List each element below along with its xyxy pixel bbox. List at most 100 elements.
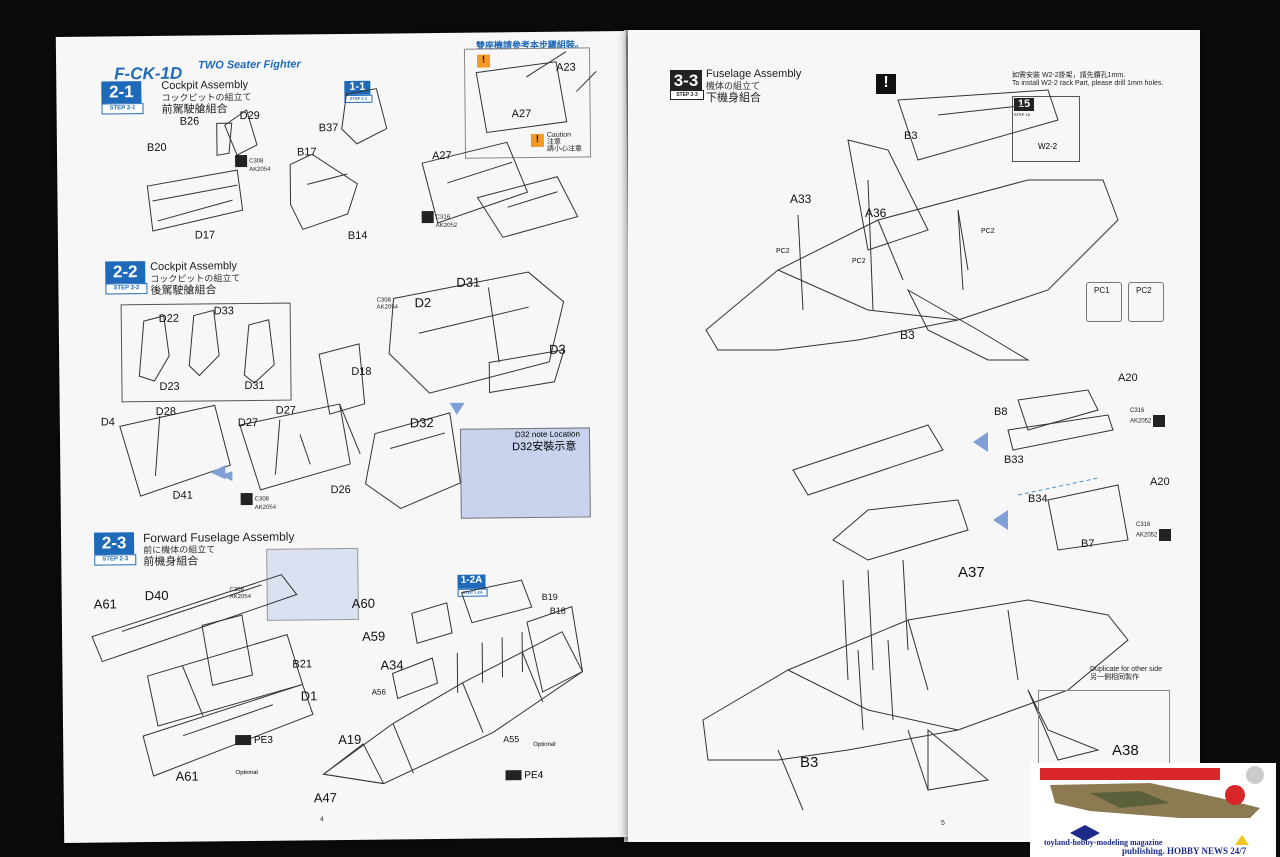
step-15-number: 15 bbox=[1014, 98, 1034, 111]
part-label-b37: B37 bbox=[318, 122, 339, 135]
paint-code-ak: AK2052 bbox=[1130, 418, 1152, 425]
photo-etch-icon bbox=[235, 735, 252, 746]
part-label-a34: A34 bbox=[380, 657, 404, 673]
paint-code-ak: AK2054 bbox=[254, 504, 277, 511]
paint-code: C308 bbox=[254, 496, 270, 503]
paint-icon bbox=[421, 211, 434, 224]
paint-code: C308 bbox=[229, 587, 244, 594]
part-label-a27: A27 bbox=[511, 108, 532, 121]
paint-icon bbox=[235, 155, 248, 168]
paint-code: C316 bbox=[435, 214, 451, 221]
part-label-d17: D17 bbox=[194, 229, 216, 242]
part-label-d4: D4 bbox=[100, 416, 115, 429]
paint-code-ak: AK2052 bbox=[435, 222, 458, 230]
part-label-b34: B34 bbox=[1028, 493, 1048, 505]
part-label-b3: B3 bbox=[904, 130, 918, 142]
paint-icon bbox=[1153, 415, 1166, 427]
part-label-d28: D28 bbox=[155, 405, 176, 418]
step-15-label: STEP 15 bbox=[1014, 112, 1030, 117]
part-label-d18: D18 bbox=[351, 365, 372, 378]
pe4-callout: PE4 bbox=[505, 770, 543, 781]
part-label-a36: A36 bbox=[865, 206, 887, 220]
part-label-a20-b: A20 bbox=[1150, 476, 1170, 488]
part-label-d31: D31 bbox=[456, 274, 481, 290]
legend-pc1-label: PC1 bbox=[1094, 286, 1110, 295]
photo-etch-icon bbox=[505, 770, 522, 781]
paint-icon bbox=[1159, 529, 1172, 541]
part-label-a27-b: A27 bbox=[432, 149, 452, 163]
part-label-b3-b: B3 bbox=[900, 328, 915, 342]
paint-icon bbox=[240, 492, 253, 506]
paint-code: C316 bbox=[1136, 522, 1151, 528]
watermark-line-1: toyland-hobby-modeling magazine bbox=[1044, 838, 1163, 847]
step-3-3-label: STEP 3-3 bbox=[670, 90, 704, 100]
part-label-b17: B17 bbox=[296, 146, 317, 159]
part-label-d33: D33 bbox=[213, 305, 234, 318]
drill-note-cn: 如需安裝 W2-2掛架，請先鑽孔1mm. bbox=[1012, 72, 1126, 79]
step-3-3-number: 3-3 bbox=[670, 70, 702, 90]
part-label-a47: A47 bbox=[313, 790, 337, 806]
part-label-a60: A60 bbox=[351, 595, 375, 611]
part-label-a38: A38 bbox=[1112, 742, 1139, 759]
watermark-logo: toyland-hobby-modeling magazine publishi… bbox=[1030, 763, 1276, 857]
paint-code-ak: AK2054 bbox=[376, 304, 399, 311]
duplicate-note-cn: 另一側相同製作 bbox=[1090, 674, 1139, 681]
paint-code-ak: AK2054 bbox=[229, 593, 252, 601]
part-label-d41: D41 bbox=[172, 489, 193, 502]
paint-code-ak: AK2052 bbox=[1136, 532, 1158, 539]
part-label-pc2-b: PC2 bbox=[852, 258, 866, 265]
drill-note: 如需安裝 W2-2掛架，請先鑽孔1mm. To install W2-2 rac… bbox=[1012, 72, 1163, 88]
part-label-a61: A61 bbox=[93, 596, 117, 612]
paint-code: C308 bbox=[376, 297, 391, 304]
part-label-a55: A55 bbox=[503, 734, 520, 745]
page-number-right: 5 bbox=[941, 820, 945, 827]
part-label-a19: A19 bbox=[338, 731, 362, 748]
part-label-d27-b: D27 bbox=[275, 404, 296, 417]
part-label-b8: B8 bbox=[994, 406, 1008, 418]
assembly-line-art-right bbox=[702, 89, 1129, 811]
assembly-line-art-left bbox=[91, 51, 597, 785]
drill-note-en: To install W2-2 rack Part, please drill … bbox=[1012, 80, 1164, 87]
pe4-label: PE4 bbox=[524, 769, 544, 782]
part-label-d29: D29 bbox=[239, 109, 260, 123]
part-label-d2: D2 bbox=[414, 295, 432, 311]
part-label-a61-b: A61 bbox=[175, 768, 199, 784]
warning-icon: ! bbox=[876, 74, 896, 94]
part-label-d31-b: D31 bbox=[244, 379, 265, 393]
part-label-a37: A37 bbox=[958, 564, 985, 581]
part-label-a20: A20 bbox=[1118, 372, 1138, 384]
part-label-d3: D3 bbox=[549, 341, 566, 357]
legend-pc2-box bbox=[1128, 282, 1164, 322]
part-label-b14: B14 bbox=[347, 229, 368, 242]
legend-pc1-box bbox=[1086, 282, 1122, 322]
duplicate-note-en: Duplicate for other side bbox=[1090, 666, 1162, 673]
part-label-a56: A56 bbox=[371, 687, 386, 697]
part-label-d1: D1 bbox=[300, 688, 318, 704]
part-label-d32: D32 bbox=[409, 415, 434, 431]
page-number-left: 4 bbox=[319, 816, 324, 824]
part-label-d26: D26 bbox=[330, 483, 351, 497]
step-3-3-header: Fuselage Assembly 機体の組立て 下機身組合 bbox=[706, 68, 801, 104]
part-label-a59: A59 bbox=[362, 628, 386, 644]
instruction-page-right: 3-3 STEP 3-3 Fuselage Assembly 機体の組立て 下機… bbox=[628, 30, 1200, 842]
part-label-b19: B19 bbox=[541, 591, 558, 602]
part-label-a23: A23 bbox=[556, 61, 576, 74]
part-label-d27: D27 bbox=[237, 416, 259, 430]
duplicate-note: Duplicate for other side 另一側相同製作 bbox=[1090, 666, 1162, 682]
pe3-label: PE3 bbox=[253, 734, 273, 746]
instruction-page-left: F-CK-1D TWO Seater Fighter 雙座機請參考本步驟組裝。 … bbox=[55, 31, 635, 843]
paint-code-ak: AK2054 bbox=[249, 166, 271, 173]
watermark-line-2: publishing. HOBBY NEWS 24/7 bbox=[1122, 846, 1247, 856]
part-label-b20: B20 bbox=[146, 141, 167, 155]
part-label-d23: D23 bbox=[159, 380, 180, 393]
part-label-b3-c: B3 bbox=[800, 754, 819, 771]
part-label-pc2: PC2 bbox=[776, 248, 790, 255]
paint-code: C308 bbox=[249, 158, 264, 165]
part-label-d40: D40 bbox=[144, 587, 169, 604]
